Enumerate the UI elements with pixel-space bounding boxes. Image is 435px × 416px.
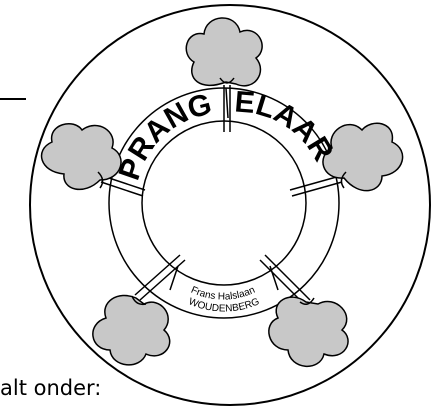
logo-text-prang: PRANG bbox=[113, 88, 215, 185]
caption-text: alt onder: bbox=[0, 376, 101, 400]
tree-top bbox=[186, 18, 262, 86]
tree-left bbox=[42, 124, 122, 190]
tree-bottom-right bbox=[269, 297, 348, 366]
tree-bottom-left bbox=[93, 295, 170, 364]
ring-inner bbox=[142, 121, 306, 285]
logo-text-elaar: ELAAR bbox=[233, 86, 339, 168]
tree-right bbox=[323, 123, 403, 190]
